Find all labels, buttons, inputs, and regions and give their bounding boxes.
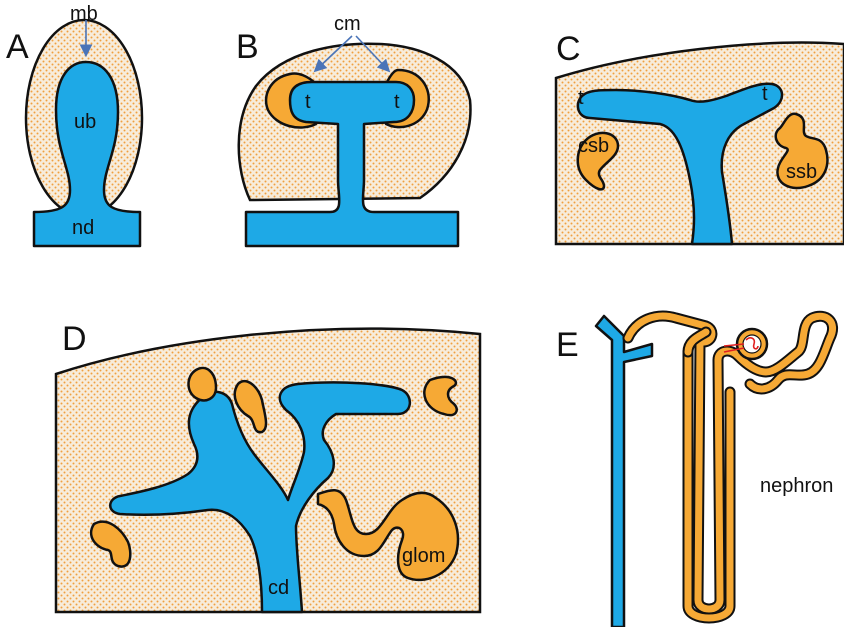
label-mb: mb <box>70 3 98 25</box>
panel-e-letter: E <box>556 326 579 364</box>
panel-c: C t t csb ssb <box>556 30 844 244</box>
label-ssb: ssb <box>786 161 817 183</box>
label-glom: glom <box>402 545 445 567</box>
nephron-tubule <box>628 316 833 618</box>
panel-d: D glom cd <box>56 320 480 612</box>
label-t-right-c: t <box>762 83 768 105</box>
label-t-right-b: t <box>394 91 400 113</box>
label-t-left-c: t <box>578 87 584 109</box>
panel-a-letter: A <box>6 28 29 66</box>
panel-d-letter: D <box>62 320 87 358</box>
label-csb: csb <box>578 135 609 157</box>
renal-vesicle-1 <box>189 368 217 400</box>
panel-b-letter: B <box>236 28 259 66</box>
label-ub: ub <box>74 111 96 133</box>
label-t-left-b: t <box>305 91 311 113</box>
panel-a: A mb ub nd <box>6 3 142 246</box>
label-cm: cm <box>334 13 361 35</box>
collecting-duct-e <box>596 316 652 627</box>
label-nephron: nephron <box>760 475 833 497</box>
panel-c-letter: C <box>556 30 581 68</box>
panel-e: E nephron <box>556 316 833 627</box>
label-nd: nd <box>72 217 94 239</box>
panel-b: B cm t t <box>236 13 470 246</box>
label-cd: cd <box>268 577 289 599</box>
